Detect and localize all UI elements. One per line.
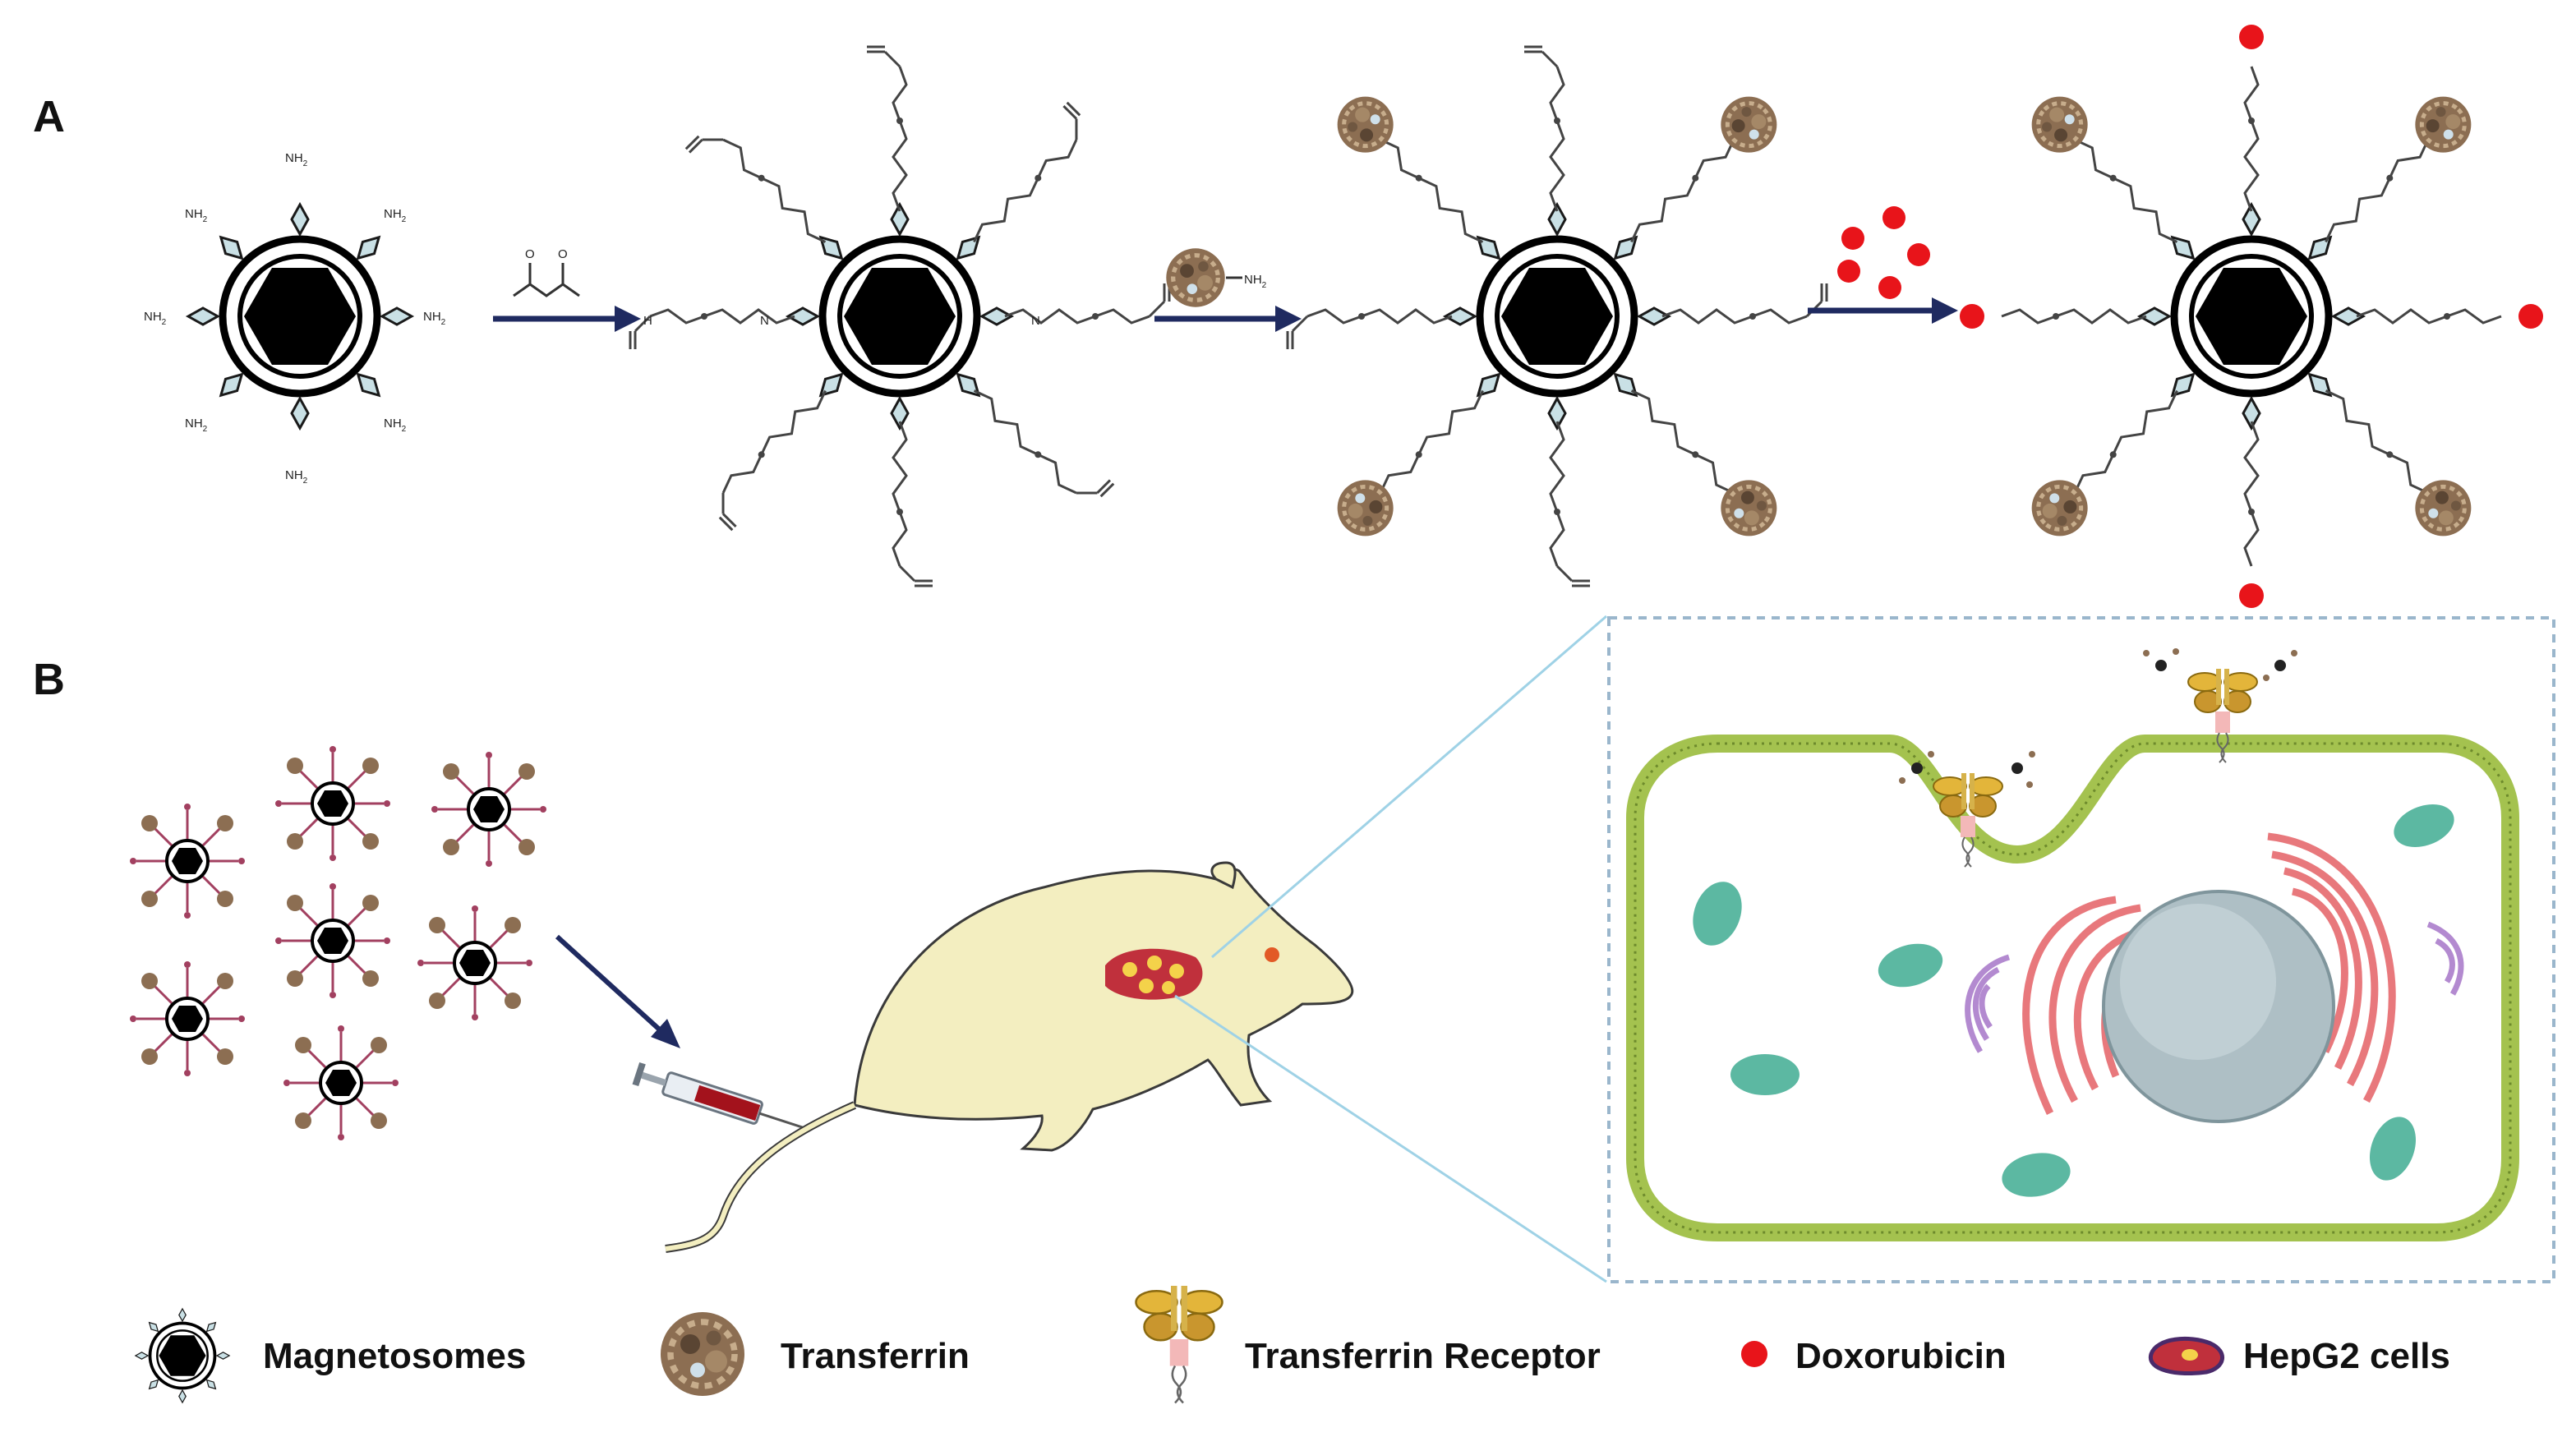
- callout-line: [1174, 994, 1607, 1283]
- syringe-icon: [632, 1062, 803, 1129]
- mini-magnetosome: [128, 960, 247, 1078]
- injection-arrow-icon: [555, 934, 680, 1048]
- doxorubicin-icon: [1741, 1341, 1767, 1367]
- magnetosome-doxorubicin-stage: [1960, 25, 2543, 608]
- amine-label: NH2: [185, 417, 208, 434]
- mini-magnetosome: [416, 904, 534, 1022]
- imine-n-label: N: [1031, 314, 1040, 328]
- bound-magnetosome-particles: [1899, 648, 2297, 788]
- mouse-icon: [665, 861, 1354, 1253]
- panel-b-label: B: [33, 655, 65, 704]
- transferrin-icon: [661, 1312, 744, 1396]
- legend-receptor-label: Transferrin Receptor: [1245, 1336, 1601, 1376]
- amine-label: NH2: [384, 417, 407, 434]
- mini-magnetosome: [274, 882, 392, 1000]
- glutaraldehyde-icon: O O: [513, 247, 580, 297]
- transferrin-icon: [1166, 248, 1224, 306]
- legend-magnetosomes-label: Magnetosomes: [263, 1336, 526, 1376]
- magnetosome-cluster: [128, 744, 548, 1142]
- legend: Magnetosomes Transferrin Transferrin Rec…: [135, 1284, 2450, 1404]
- oxygen-label: O: [525, 247, 535, 261]
- doxorubicin-cluster-icon: [1837, 206, 1930, 299]
- tumor-icon: [1105, 948, 1203, 1000]
- amine-label: NH2: [185, 207, 208, 224]
- mini-magnetosome: [430, 750, 548, 868]
- legend-receptor: Transferrin Receptor: [1135, 1284, 1601, 1404]
- amine-label: NH2: [1244, 273, 1267, 290]
- legend-hepg2-label: HepG2 cells: [2243, 1336, 2450, 1376]
- legend-hepg2: HepG2 cells: [2148, 1336, 2450, 1376]
- reaction-arrow-2: NH2: [1154, 248, 1302, 332]
- legend-magnetosomes: Magnetosomes: [135, 1308, 526, 1403]
- amine-label: NH2: [384, 207, 407, 224]
- reaction-arrow-1: O O: [493, 247, 641, 332]
- mini-magnetosome: [274, 744, 392, 863]
- amine-label: NH2: [285, 468, 308, 486]
- golgi-apparatus: [1965, 921, 2464, 1053]
- hepg2-cell-icon: [2148, 1336, 2225, 1376]
- magnetosome-transferrin-stage: [1286, 45, 1828, 587]
- aldehyde-h-label: H: [643, 314, 652, 328]
- callout-line: [1211, 615, 1607, 959]
- magnetosome-icon: [135, 1308, 230, 1403]
- mini-magnetosome: [128, 802, 247, 920]
- imine-n-label: N: [760, 314, 769, 328]
- magnetosome-aldehyde-stage: H N N: [629, 45, 1171, 587]
- hepg2-cell-diagram: [1626, 648, 2519, 1241]
- legend-transferrin: Transferrin: [661, 1312, 970, 1396]
- legend-doxorubicin-label: Doxorubicin: [1795, 1336, 2007, 1376]
- oxygen-label: O: [558, 247, 568, 261]
- amine-label: NH2: [423, 310, 446, 327]
- legend-doxorubicin: Doxorubicin: [1741, 1336, 2007, 1376]
- magnetosome-amine-stage: NH2 NH2 NH2 NH2 NH2 NH2 NH2 NH2: [144, 151, 446, 486]
- legend-transferrin-label: Transferrin: [781, 1336, 970, 1376]
- mitochondria: [1693, 804, 2454, 1197]
- transferrin-receptor-icon: [1135, 1284, 1223, 1404]
- panel-a-label: A: [33, 92, 65, 141]
- amine-label: NH2: [285, 151, 308, 168]
- reaction-arrow-3: [1808, 206, 1958, 324]
- amine-label: NH2: [144, 310, 167, 327]
- mini-magnetosome: [282, 1024, 400, 1142]
